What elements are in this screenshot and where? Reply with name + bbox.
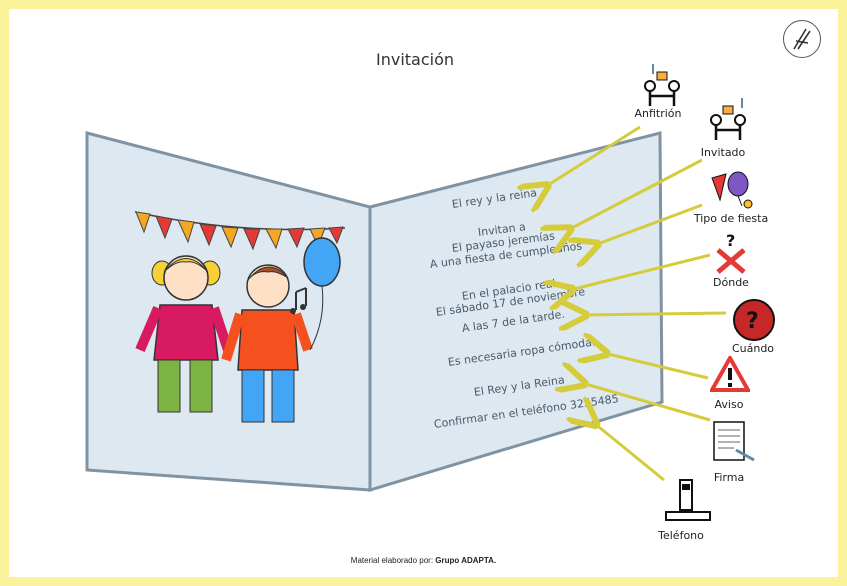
guest-icon (706, 96, 750, 146)
label-party-type: Tipo de fiesta (693, 212, 769, 225)
when-icon: ? (732, 298, 776, 346)
label-phone: Teléfono (658, 529, 704, 542)
footer-prefix: Material elaborado por: (350, 556, 436, 565)
where-icon: ? (714, 231, 750, 278)
label-warning: Aviso (714, 398, 744, 411)
label-host: Anfitrión (634, 107, 682, 120)
party-icon (708, 170, 754, 214)
footer-author: Grupo ADAPTA. (435, 556, 497, 565)
label-where: Dónde (713, 276, 749, 289)
phone-icon (662, 478, 714, 528)
warning-icon (708, 353, 752, 396)
children-illustration (134, 211, 346, 423)
label-when: Cuándo (731, 342, 775, 355)
svg-text:?: ? (726, 232, 735, 250)
label-signature: Firma (713, 471, 745, 484)
label-guest: Invitado (700, 146, 746, 159)
signature-icon (710, 420, 756, 468)
svg-text:?: ? (746, 309, 759, 334)
footer-credit: Material elaborado por: Grupo ADAPTA. (0, 556, 847, 565)
page-title: Invitación (375, 50, 455, 69)
host-icon (640, 62, 684, 112)
logo-icon (783, 20, 821, 58)
